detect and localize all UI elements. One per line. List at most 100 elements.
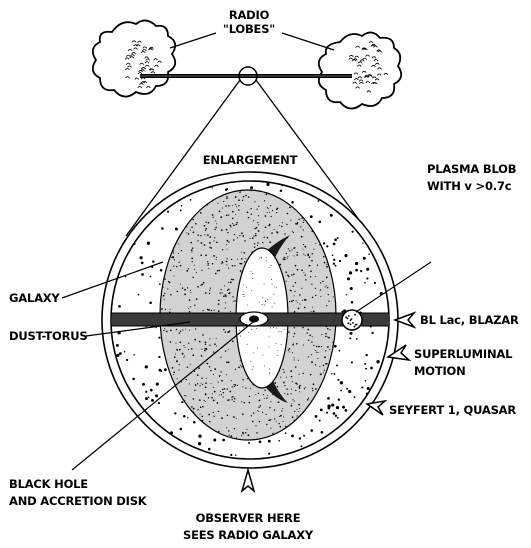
torus-stipple-dot — [280, 415, 282, 417]
torus-stipple-dot — [185, 379, 186, 380]
torus-stipple-dot — [184, 395, 185, 396]
torus-stipple-dot — [192, 261, 193, 262]
torus-stipple-dot — [311, 231, 313, 233]
torus-stipple-dot — [297, 302, 298, 303]
galaxy-star-dot — [334, 238, 337, 241]
torus-stipple-dot — [228, 289, 230, 291]
torus-stipple-dot — [295, 223, 297, 225]
torus-stipple-dot — [270, 401, 271, 402]
label-plasma-blob: PLASMA BLOB — [427, 162, 516, 176]
torus-stipple-dot — [173, 250, 174, 251]
galaxy-star-dot — [198, 435, 201, 438]
galaxy-star-dot — [280, 189, 283, 192]
label-enlargement: ENLARGEMENT — [203, 153, 298, 167]
torus-stipple-dot — [244, 402, 246, 404]
torus-stipple-dot — [208, 265, 209, 266]
black-hole — [249, 316, 259, 323]
torus-stipple-dot — [288, 276, 290, 278]
torus-stipple-dot — [225, 350, 226, 351]
torus-stipple-dot — [285, 281, 286, 282]
hole-stipple-dot — [243, 327, 244, 328]
torus-stipple-dot — [302, 327, 303, 328]
torus-stipple-dot — [327, 287, 328, 288]
torus-stipple-dot — [274, 229, 275, 230]
torus-stipple-dot — [333, 296, 334, 297]
torus-stipple-dot — [214, 237, 215, 238]
torus-stipple-dot — [242, 386, 243, 387]
torus-stipple-dot — [289, 301, 290, 302]
torus-stipple-dot — [204, 400, 205, 401]
torus-stipple-dot — [291, 405, 293, 407]
hole-stipple-dot — [272, 306, 273, 307]
plasma-blob-dot — [355, 324, 357, 326]
torus-stipple-dot — [296, 254, 298, 256]
torus-stipple-dot — [222, 389, 224, 391]
torus-stipple-dot — [194, 304, 195, 305]
torus-stipple-dot — [230, 281, 232, 283]
torus-stipple-dot — [163, 295, 165, 297]
galaxy-star-dot — [332, 255, 334, 257]
plasma-blob-dot — [348, 315, 350, 317]
torus-stipple-dot — [315, 243, 316, 244]
torus-stipple-dot — [289, 250, 290, 251]
hole-stipple-dot — [269, 346, 270, 347]
torus-stipple-dot — [294, 357, 295, 358]
galaxy-star-dot — [333, 259, 335, 261]
torus-stipple-dot — [177, 349, 178, 350]
torus-stipple-dot — [218, 411, 219, 412]
galaxy-star-dot — [149, 301, 152, 304]
hole-stipple-dot — [248, 332, 249, 333]
torus-stipple-dot — [205, 401, 206, 402]
torus-stipple-dot — [226, 249, 227, 250]
galaxy-star-dot — [301, 445, 303, 447]
galaxy-star-dot — [337, 417, 339, 419]
torus-stipple-dot — [219, 375, 221, 377]
torus-stipple-dot — [269, 407, 270, 408]
galaxy-star-dot — [336, 406, 339, 409]
galaxy-star-dot — [318, 200, 320, 202]
torus-stipple-dot — [284, 257, 286, 259]
torus-stipple-dot — [205, 230, 206, 231]
torus-stipple-dot — [303, 220, 304, 221]
torus-stipple-dot — [221, 289, 222, 290]
torus-stipple-dot — [259, 421, 260, 422]
plasma-blob — [342, 310, 362, 330]
torus-stipple-dot — [244, 240, 245, 241]
torus-stipple-dot — [201, 355, 202, 356]
torus-stipple-dot — [240, 360, 241, 361]
torus-stipple-dot — [318, 346, 320, 348]
torus-stipple-dot — [293, 247, 294, 248]
torus-stipple-dot — [286, 388, 287, 389]
torus-stipple-dot — [197, 383, 198, 384]
hole-stipple-dot — [253, 352, 254, 353]
torus-stipple-dot — [242, 432, 244, 434]
torus-stipple-dot — [282, 408, 283, 409]
galaxy-star-dot — [190, 199, 192, 201]
torus-stipple-dot — [190, 230, 191, 231]
torus-stipple-dot — [293, 343, 294, 344]
torus-stipple-dot — [293, 286, 294, 287]
hole-stipple-dot — [252, 369, 253, 370]
torus-stipple-dot — [237, 259, 238, 260]
torus-stipple-dot — [226, 244, 227, 245]
torus-stipple-dot — [326, 305, 327, 306]
hole-stipple-dot — [253, 366, 254, 367]
galaxy-star-dot — [344, 254, 347, 257]
torus-stipple-dot — [189, 330, 190, 331]
torus-stipple-dot — [266, 397, 267, 398]
torus-stipple-dot — [263, 394, 264, 395]
torus-stipple-dot — [207, 234, 209, 236]
torus-stipple-dot — [234, 265, 235, 266]
galaxy-star-dot — [222, 439, 225, 442]
torus-stipple-dot — [235, 214, 236, 215]
galaxy-star-dot — [366, 268, 369, 271]
torus-stipple-dot — [232, 223, 233, 224]
torus-stipple-dot — [179, 349, 181, 351]
torus-stipple-dot — [192, 247, 194, 249]
torus-stipple-dot — [213, 412, 214, 413]
torus-stipple-dot — [180, 265, 182, 267]
torus-stipple-dot — [213, 240, 214, 241]
torus-stipple-dot — [277, 402, 278, 403]
galaxy-star-dot — [141, 262, 144, 265]
torus-stipple-dot — [225, 302, 226, 303]
